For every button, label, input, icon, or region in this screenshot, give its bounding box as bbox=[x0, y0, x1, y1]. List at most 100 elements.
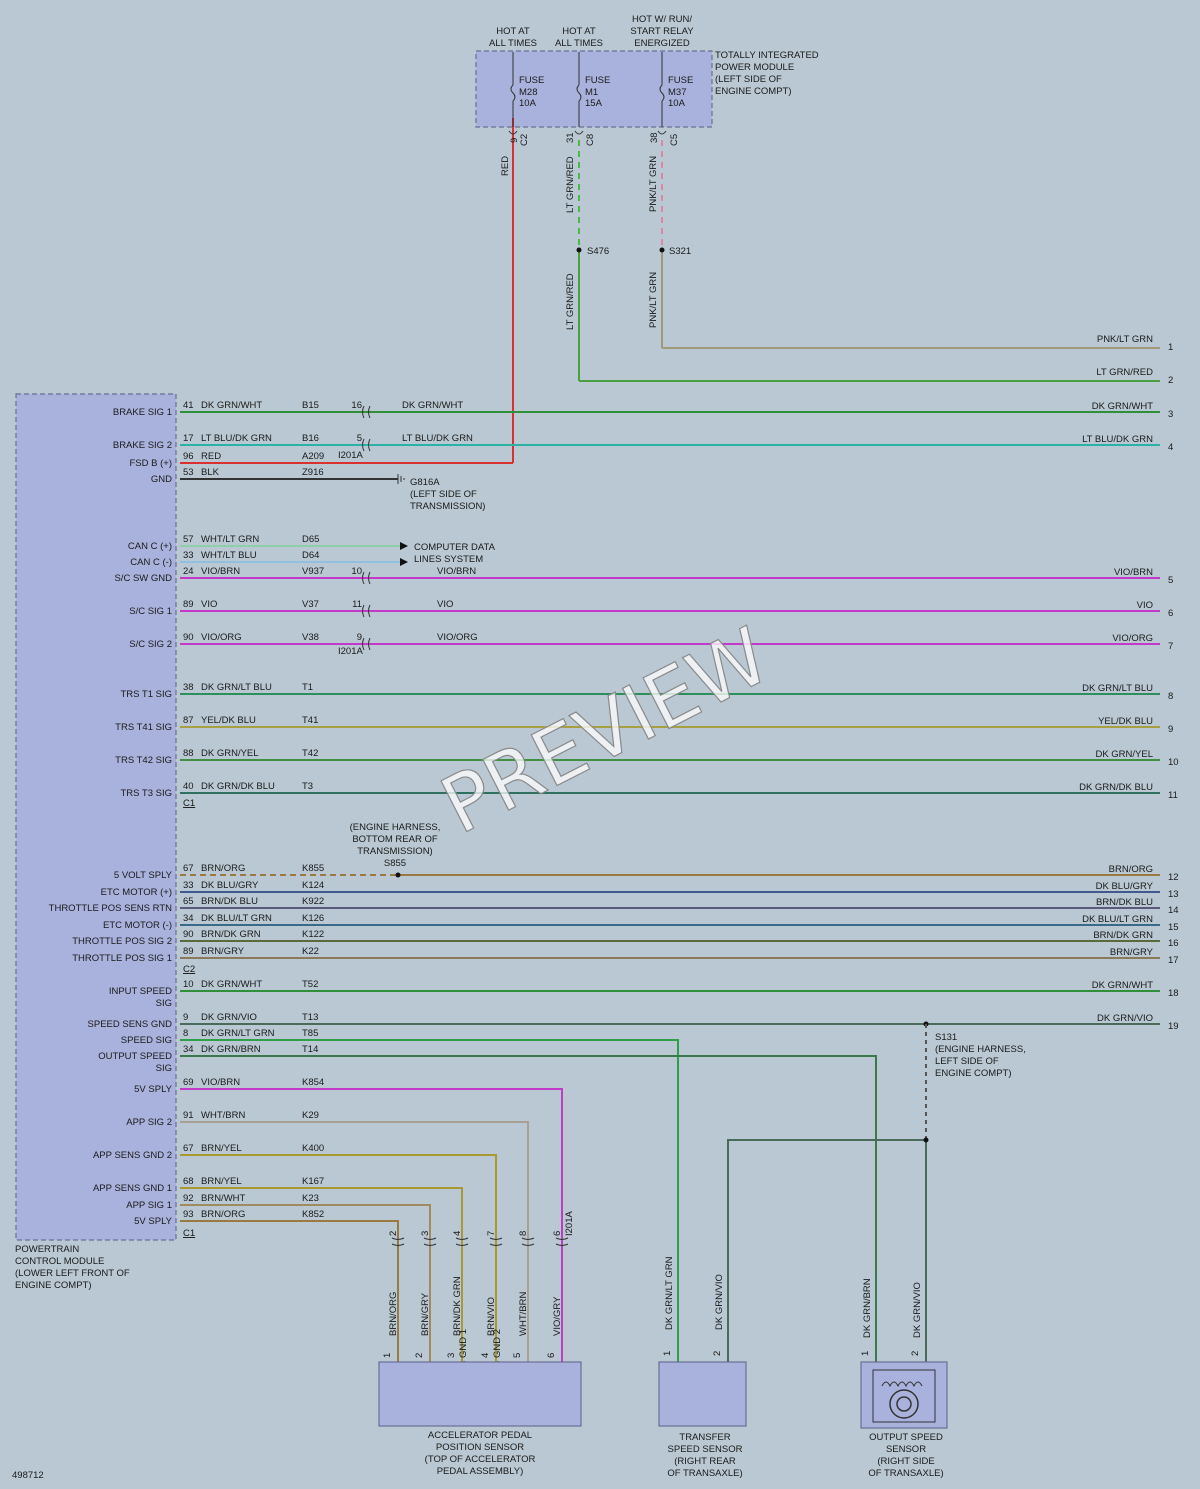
circuit-6-right-num: 5 bbox=[1168, 575, 1173, 586]
c2-circuit-1-color-label: DK BLU/GRY bbox=[201, 880, 259, 891]
app-sensor-label-4: PEDAL ASSEMBLY) bbox=[437, 1466, 524, 1477]
can-label-2: LINES SYSTEM bbox=[414, 554, 483, 565]
c2-circuit-7-sig-label: SPEED SENS GND bbox=[88, 1019, 173, 1030]
c2-circuit-4-sig-label: THROTTLE POS SIG 2 bbox=[72, 936, 172, 947]
circuit-7-pin: 89 bbox=[183, 599, 194, 610]
app-pin-3-num: 4 bbox=[480, 1353, 491, 1358]
circuit-7-sig-label: S/C SIG 1 bbox=[129, 606, 172, 617]
circuit-11-color-label: DK GRN/YEL bbox=[201, 748, 259, 759]
circuit-6-color-label: VIO/BRN bbox=[201, 566, 240, 577]
fuse-symbol-2 bbox=[659, 84, 665, 102]
circuit-4-color-label: WHT/LT GRN bbox=[201, 534, 259, 545]
circuit-7-inline-pin: 11 bbox=[352, 599, 362, 610]
circuit-3-color-label: BLK bbox=[201, 467, 220, 478]
fuse-m1-id: M1 bbox=[585, 87, 598, 98]
circuit-1-mid-label: LT BLU/DK GRN bbox=[402, 433, 473, 444]
app-pin-0-inline-mark bbox=[391, 1237, 405, 1246]
fuse-m28-conn: C2 bbox=[519, 134, 530, 146]
lower-circuit-4-code: K400 bbox=[302, 1143, 324, 1154]
output-sensor-label-4: OF TRANSAXLE) bbox=[868, 1468, 943, 1479]
c2-circuit-3-sig-label: ETC MOTOR (-) bbox=[103, 920, 172, 931]
lower-circuit-3-code: K29 bbox=[302, 1110, 319, 1121]
app-sensor-label-1: ACCELERATOR PEDAL bbox=[428, 1430, 532, 1441]
tipm-label-3: (LEFT SIDE OF bbox=[715, 74, 782, 85]
circuit-0-mid-label: DK GRN/WHT bbox=[402, 400, 463, 411]
app-pin-4-inline-mark bbox=[521, 1237, 535, 1246]
app-pin-4-num: 5 bbox=[512, 1353, 523, 1358]
lower-circuit-4-color-label: BRN/YEL bbox=[201, 1143, 242, 1154]
circuit-6-mid-label: VIO/BRN bbox=[437, 566, 476, 577]
app-pin-0-wire-label: BRN/ORG bbox=[388, 1292, 399, 1336]
c2-circuit-3-pin: 34 bbox=[183, 913, 194, 924]
c2-circuit-3-right-num: 15 bbox=[1168, 922, 1179, 933]
c2-circuit-0-pin: 67 bbox=[183, 863, 194, 874]
circuit-9-sig-label: TRS T1 SIG bbox=[120, 689, 172, 700]
circuit-9-right-num: 8 bbox=[1168, 691, 1173, 702]
splice-s321-dot bbox=[659, 247, 665, 253]
circuit-1-inline-pin: 5 bbox=[357, 433, 362, 444]
circuit-1-color-label: LT BLU/DK GRN bbox=[201, 433, 272, 444]
fuse-m28: FUSE M28 10A 9 C2 bbox=[509, 75, 544, 146]
c2-circuit-7-color-label: DK GRN/VIO bbox=[201, 1012, 257, 1023]
app-pin-4-inline-num: 8 bbox=[518, 1231, 529, 1236]
circuit-11-right-num: 10 bbox=[1168, 757, 1179, 768]
transfer-pin-0-wire-label: DK GRN/LT GRN bbox=[664, 1256, 675, 1330]
output-pin-0-num: 1 bbox=[860, 1351, 871, 1356]
circuit-4-sig-label: CAN C (+) bbox=[128, 541, 172, 552]
app-pin-0-inline-num: 2 bbox=[388, 1231, 399, 1236]
lower-circuit-7-color-label: BRN/ORG bbox=[201, 1209, 245, 1220]
app-pin-5-num: 6 bbox=[546, 1353, 557, 1358]
pcm-label-2: CONTROL MODULE bbox=[15, 1256, 104, 1267]
ground-label-2: TRANSMISSION) bbox=[410, 501, 485, 512]
s855-label-1: (ENGINE HARNESS, bbox=[350, 822, 441, 833]
s131-label-1: (ENGINE HARNESS, bbox=[935, 1044, 1026, 1055]
circuit-0-code: B15 bbox=[302, 400, 319, 411]
app-pin-2-inline-mark bbox=[455, 1237, 469, 1246]
lower-circuit-6-sig-label: APP SIG 1 bbox=[126, 1200, 172, 1211]
pnk-lt-grn-wire-label-top: PNK/LT GRN bbox=[648, 156, 659, 212]
transfer-sensor-label: TRANSFER SPEED SENSOR (RIGHT REAR OF TRA… bbox=[667, 1432, 742, 1479]
circuit-7-mid-label: VIO bbox=[437, 599, 453, 610]
app-sensor-label-2: POSITION SENSOR bbox=[436, 1442, 524, 1453]
c2-circuit-2-right-label: BRN/DK BLU bbox=[1096, 897, 1153, 908]
c2-circuit-4-color-label: BRN/DK GRN bbox=[201, 929, 261, 940]
output-sensor-label-3: (RIGHT SIDE bbox=[877, 1456, 934, 1467]
c2-circuit-6-right-label: DK GRN/WHT bbox=[1092, 980, 1153, 991]
output-sensor-symbol bbox=[872, 1369, 936, 1423]
circuit-2-pin: 96 bbox=[183, 451, 194, 462]
fuse-connector-0 bbox=[508, 130, 518, 135]
circuit-8-pin: 90 bbox=[183, 632, 194, 643]
transfer-sensor-label-4: OF TRANSAXLE) bbox=[667, 1468, 742, 1479]
circuit-12-code: T3 bbox=[302, 781, 313, 792]
lower-circuit-1-sig-label: OUTPUT SPEED bbox=[98, 1051, 172, 1062]
circuit-6-code: V937 bbox=[302, 566, 324, 577]
circuit-1-code: B16 bbox=[302, 433, 319, 444]
circuit-8-color-label: VIO/ORG bbox=[201, 632, 242, 643]
s131-label-2: LEFT SIDE OF bbox=[935, 1056, 999, 1067]
s131-lower-dot bbox=[923, 1137, 929, 1143]
lower-circuit-0-code: T85 bbox=[302, 1028, 318, 1039]
output-pin-1-wire-label: DK GRN/VIO bbox=[912, 1282, 923, 1338]
hot-run-start-label: HOT W/ RUN/ START RELAY ENERGIZED bbox=[630, 14, 694, 49]
tipm-label: TOTALLY INTEGRATED POWER MODULE (LEFT SI… bbox=[715, 50, 819, 97]
lower-circuit-7-code: K852 bbox=[302, 1209, 324, 1220]
fuse-m28-name: FUSE bbox=[519, 75, 544, 86]
inline-conn-label-2: I201A bbox=[338, 646, 363, 657]
app-inline-conn-label: I201A bbox=[564, 1211, 575, 1236]
c2-circuit-2-right-num: 14 bbox=[1168, 905, 1179, 916]
c2-circuit-6-color-label: DK GRN/WHT bbox=[201, 979, 262, 990]
lower-circuit-0-color-label: DK GRN/LT GRN bbox=[201, 1028, 275, 1039]
circuit-5-pin: 33 bbox=[183, 550, 194, 561]
circuit-0-right-label: DK GRN/WHT bbox=[1092, 401, 1153, 412]
circuit-10-pin: 87 bbox=[183, 715, 194, 726]
transfer-sensor-label-2: SPEED SENSOR bbox=[668, 1444, 743, 1455]
hot3-line1: HOT W/ RUN/ bbox=[632, 14, 692, 25]
splice-s855-dot bbox=[395, 872, 401, 878]
circuit-8-inline-pin: 9 bbox=[357, 632, 362, 643]
app-5v-sply-wire-2 bbox=[180, 1088, 563, 1362]
circuit-1-inline-mark bbox=[362, 438, 371, 452]
circuit-12-right-label: DK GRN/DK BLU bbox=[1079, 782, 1153, 793]
s131-label-3: ENGINE COMPT) bbox=[935, 1068, 1012, 1079]
circuit-0-right-num: 3 bbox=[1168, 409, 1173, 420]
